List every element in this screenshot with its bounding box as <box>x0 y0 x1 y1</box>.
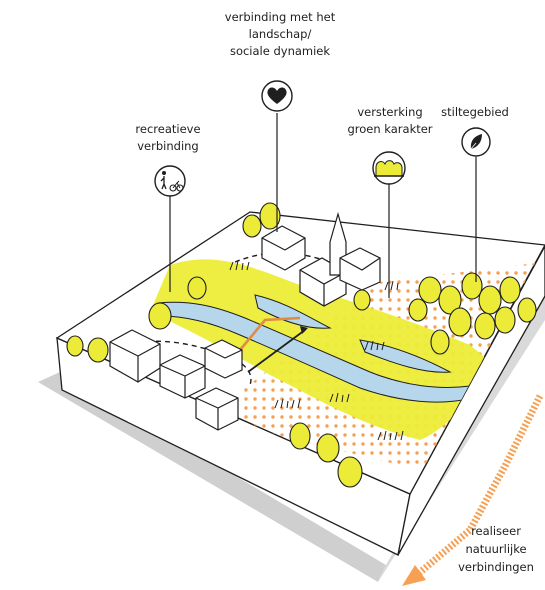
tree-clusters <box>66 202 537 488</box>
label-recreational-connection: recreatieve verbinding <box>118 121 218 155</box>
label-line: natuurlijke <box>465 542 527 556</box>
village-houses <box>109 329 243 431</box>
label-quiet-area: stiltegebied <box>440 104 510 121</box>
leaf-icon <box>461 127 491 157</box>
heart-icon <box>261 80 293 112</box>
label-natural-connections: realiseer natuurlijke verbindingen <box>450 522 542 576</box>
shrub-marks <box>229 260 404 441</box>
label-line: landschap/ <box>248 27 312 41</box>
ground-shadow <box>38 372 386 582</box>
pedestrian-cyclist-icon <box>154 165 186 197</box>
label-line: verbinding met het <box>224 10 336 24</box>
connection-arrows <box>239 316 301 351</box>
label-line: stiltegebied <box>441 105 509 119</box>
leader-lines <box>169 113 477 298</box>
label-line: realiseer <box>471 524 521 538</box>
tree-row-icon <box>372 151 406 185</box>
label-line: recreatieve <box>135 122 201 136</box>
label-line: verbinding <box>137 139 199 153</box>
label-line: verbindingen <box>458 560 534 574</box>
label-landscape-connection: verbinding met het landschap/ sociale dy… <box>210 9 350 60</box>
label-green-character: versterking groen karakter <box>340 104 440 138</box>
village-center <box>261 211 381 307</box>
label-line: sociale dynamiek <box>229 44 331 58</box>
label-line: versterking <box>357 105 423 119</box>
natural-connection-arrow <box>402 394 544 586</box>
label-line: groen karakter <box>347 122 433 136</box>
